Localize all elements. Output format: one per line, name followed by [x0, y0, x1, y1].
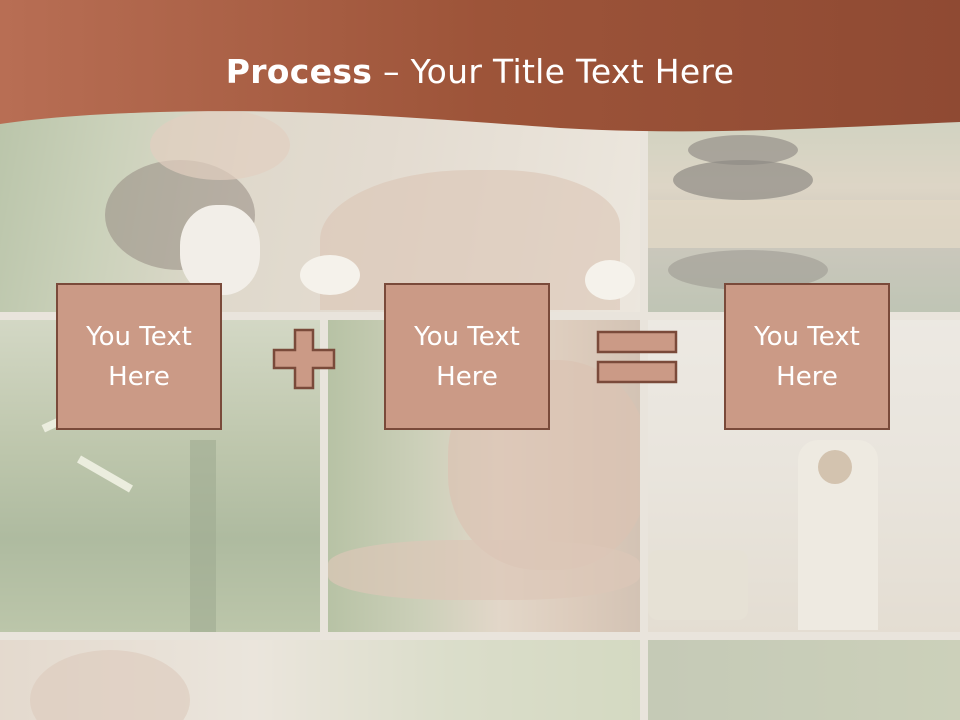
header-banner [0, 0, 960, 132]
process-box-2-text: You Text Here [414, 321, 520, 392]
process-box-1[interactable]: You Text Here [56, 283, 222, 430]
process-box-3-text: You Text Here [754, 321, 860, 392]
title-bold-part: Process [225, 52, 373, 91]
process-box-2[interactable]: You Text Here [384, 283, 550, 430]
relaxing-face-photo-tile [0, 640, 640, 720]
equals-icon [596, 330, 678, 384]
slide-title: Process – Your Title Text Here [0, 52, 960, 91]
title-rest-part: – Your Title Text Here [372, 52, 735, 91]
leaf-photo-tile [648, 640, 960, 720]
process-box-1-text: You Text Here [86, 321, 192, 392]
process-box-3[interactable]: You Text Here [724, 283, 890, 430]
plus-icon [272, 328, 336, 390]
